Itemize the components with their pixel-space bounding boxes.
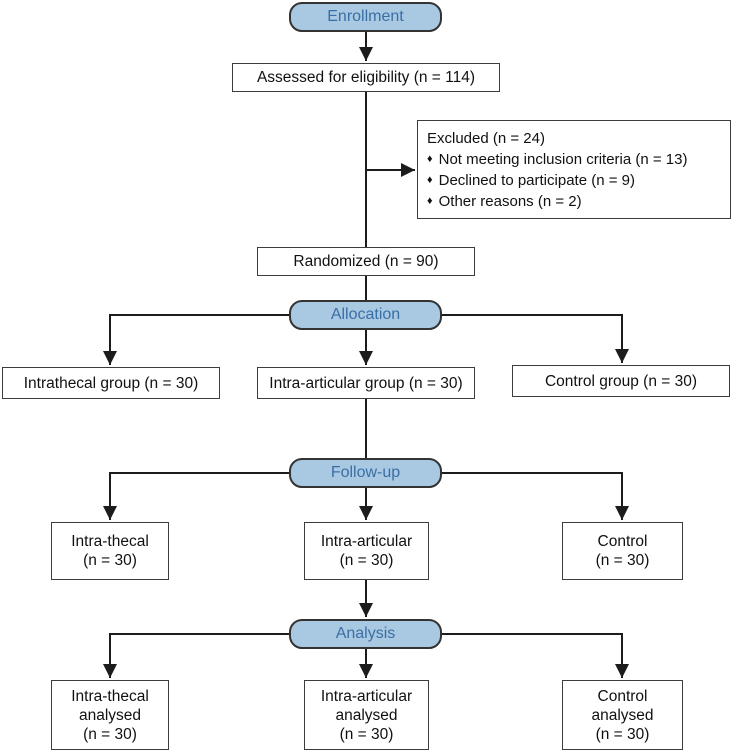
arrow-followup-right [442,472,629,520]
box-line: (n = 30) [339,552,394,569]
box-line: Control [597,687,648,705]
excluded-box: Excluded (n = 24) ♦ Not meeting inclusio… [417,120,731,219]
excluded-item-text: Not meeting inclusion criteria (n = 13) [438,151,688,168]
arrow-followup-left [103,472,289,520]
assessed-eligibility-box: Assessed for eligibility (n = 114) [232,63,500,92]
excluded-item-text: Other reasons (n = 2) [438,193,582,210]
box-line: (n = 30) [595,552,650,569]
arrow-allocation-right [442,314,629,363]
arrow-allocation-left [103,314,289,365]
excluded-item: ♦ Not meeting inclusion criteria (n = 13… [427,149,722,170]
arrow-analysis-left [103,633,289,678]
box-line: (n = 30) [83,725,137,743]
box-line: (n = 30) [339,725,394,743]
box-line: analysed [78,706,142,724]
diamond-bullet-icon: ♦ [427,195,433,207]
box-line: Intra-articular [320,687,413,705]
followup-intra-articular-box: Intra-articular (n = 30) [304,522,429,580]
box-line: (n = 30) [595,725,650,743]
randomized-box: Randomized (n = 90) [257,247,475,276]
box-line: Control [597,533,648,550]
box-line: Intra-articular [320,533,413,550]
intrathecal-group-box: Intrathecal group (n = 30) [2,367,220,399]
box-line: analysed [335,706,398,724]
diamond-bullet-icon: ♦ [427,153,433,165]
intra-articular-group-box: Intra-articular group (n = 30) [257,367,475,399]
enrollment-stage-box: Enrollment [289,2,442,32]
analysis-stage-box: Analysis [289,619,442,649]
followup-stage-box: Follow-up [289,458,442,488]
box-line: analysed [591,706,654,724]
excluded-item-text: Declined to participate (n = 9) [438,172,635,189]
analysed-control-box: Control analysed (n = 30) [562,680,683,750]
followup-control-box: Control (n = 30) [562,522,683,580]
analysed-intra-articular-box: Intra-articular analysed (n = 30) [304,680,429,750]
excluded-item: ♦ Declined to participate (n = 9) [427,170,722,191]
box-line: Intra-thecal [71,687,149,705]
box-line: Intra-thecal [71,533,149,550]
diamond-bullet-icon: ♦ [427,174,433,186]
excluded-title: Excluded (n = 24) [427,130,545,147]
box-line: (n = 30) [83,552,137,569]
control-group-box: Control group (n = 30) [512,365,730,397]
followup-intrathecal-box: Intra-thecal (n = 30) [51,522,169,580]
arrow-analysis-right [442,633,629,678]
excluded-item: ♦ Other reasons (n = 2) [427,191,722,212]
allocation-stage-box: Allocation [289,300,442,330]
analysed-intrathecal-box: Intra-thecal analysed (n = 30) [51,680,169,750]
